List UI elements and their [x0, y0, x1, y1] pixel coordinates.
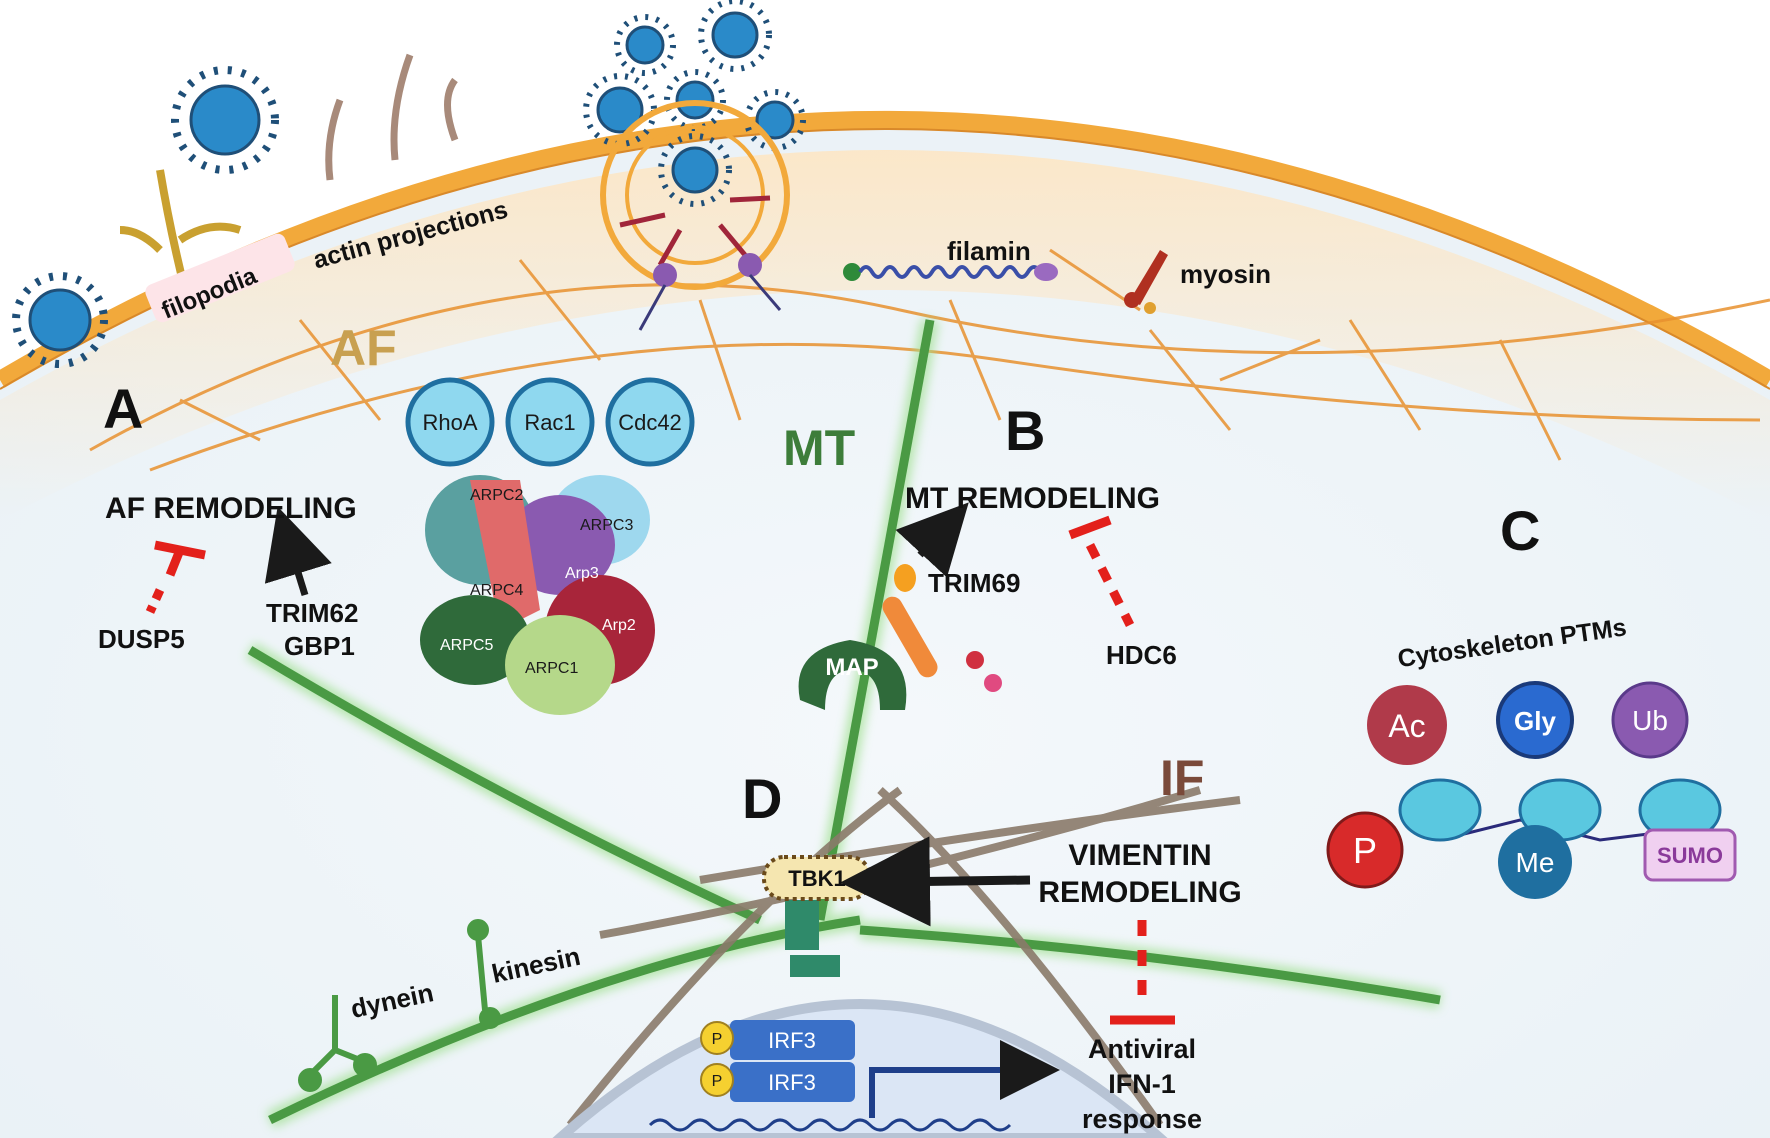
ptm-sumo-box [1643, 828, 1737, 882]
vimentin-remodeling-line2: REMODELING [1038, 876, 1241, 909]
panel-label-b: B [1005, 399, 1045, 462]
actin-cortex-band [0, 150, 1770, 520]
gbp1-label: GBP1 [284, 631, 355, 661]
inhibit-ifn-response [1110, 920, 1175, 1025]
mt-label: MT [783, 420, 855, 476]
mt-remodeling-title: MT REMODELING [905, 482, 1160, 515]
gtpase-group: RhoA Rac1 Cdc42 [405, 377, 695, 467]
actin-projection-strands [325, 53, 459, 181]
tbk1-label: TBK1 [788, 866, 845, 891]
arp-label-arpc5: ARPC5 [440, 637, 493, 654]
arp2-3-complex: ARPC2 ARPC3 ARPC4 Arp3 ARPC5 ARPC1 Arp2 [420, 475, 655, 715]
arp-label-arpc1: ARPC1 [525, 660, 578, 677]
ptm-ub-circle [1611, 681, 1689, 759]
arp-label-arpc2: ARPC2 [470, 487, 523, 504]
rhoa-circle [405, 377, 495, 467]
filamin-protein [843, 263, 1058, 281]
ptm-me-circle [1498, 825, 1572, 899]
vimentin-to-tbk1-arrow [840, 836, 1031, 927]
arp-label-arp2: Arp2 [602, 617, 636, 634]
virus-particles [12, 0, 806, 368]
ptm-me-label: Me [1516, 847, 1555, 878]
panel-label-a: A [103, 377, 143, 440]
cdc42-circle [605, 377, 695, 467]
antiviral-response-line3: response [1082, 1104, 1202, 1134]
ptm-gly-label: Gly [1514, 706, 1556, 736]
dusp5-label: DUSP5 [98, 624, 185, 654]
activate-trim69 [895, 502, 969, 578]
gtpase-label-cdc42: Cdc42 [618, 410, 682, 435]
filopodia-label-bg [145, 233, 295, 323]
trim62-label: TRIM62 [266, 598, 358, 628]
irf3-label-bottom: IRF3 [768, 1070, 816, 1095]
arp-label-arp3: Arp3 [565, 565, 599, 582]
antiviral-response-line1: Antiviral [1088, 1034, 1196, 1064]
ptm-diagram [1326, 681, 1737, 899]
transcription-arrow [869, 1040, 1060, 1118]
dynein-protein [298, 995, 377, 1092]
kinesin-protein [467, 919, 501, 1029]
panel-label-d: D [742, 767, 782, 830]
if-label: IF [1160, 750, 1204, 806]
phospho-label-bottom: P [712, 1073, 723, 1090]
phospho-label-top: P [712, 1031, 723, 1048]
arp-label-arpc4: ARPC4 [470, 582, 523, 599]
ptm-p-circle [1326, 811, 1404, 889]
antiviral-response-line2: IFN-1 [1108, 1069, 1176, 1099]
irf3-label-top: IRF3 [768, 1028, 816, 1053]
rac1-circle [505, 377, 595, 467]
vimentin-remodeling-line1: VIMENTIN [1068, 839, 1211, 872]
ptm-gly-circle [1496, 681, 1574, 759]
ptm-ac-label: Ac [1388, 708, 1425, 744]
filamin-label: filamin [947, 236, 1031, 266]
inhibit-hdc6 [1068, 515, 1135, 628]
dna-strand [648, 1118, 1012, 1132]
myosin-protein [1124, 250, 1168, 314]
myosin-label: myosin [1180, 259, 1271, 289]
ptm-ub-label: Ub [1632, 705, 1668, 736]
gtpase-label-rhoa: RhoA [422, 410, 477, 435]
trim69-label: TRIM69 [928, 568, 1020, 598]
af-remodeling-title: AF REMODELING [105, 492, 357, 525]
cytoplasm [0, 120, 1770, 1138]
inhibit-dusp5 [145, 540, 206, 614]
map-label: MAP [825, 654, 878, 681]
gtpase-label-rac1: Rac1 [524, 410, 575, 435]
arp-label-arpc3: ARPC3 [580, 517, 633, 534]
panel-label-c: C [1500, 499, 1540, 562]
irf3-dimer [700, 1020, 855, 1102]
map-protein [798, 640, 907, 710]
activate-trim62 [264, 506, 332, 597]
ptm-sumo-label: SUMO [1657, 843, 1723, 868]
hdc6-label: HDC6 [1106, 640, 1177, 670]
ptm-p-label: P [1353, 830, 1377, 871]
endocytic-vesicle [600, 100, 790, 331]
af-label: AF [330, 320, 397, 376]
ptm-ac-circle [1367, 685, 1447, 765]
